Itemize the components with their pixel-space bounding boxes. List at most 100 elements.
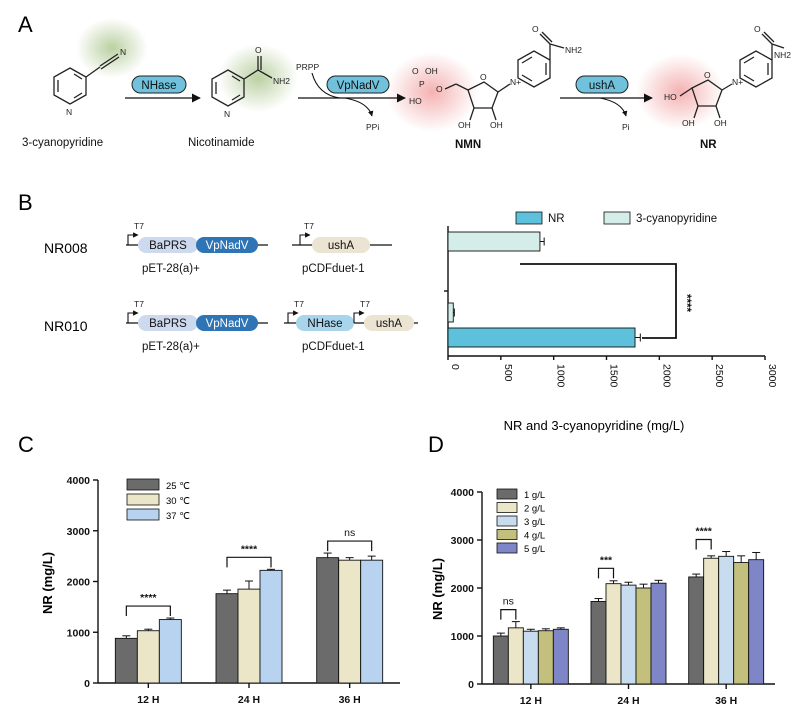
gene-label-vpnadv-nr008: VpNadV [206,240,249,252]
chart-b: NR 3-cyanopyridine **** NR and 3-cyanopy… [444,211,778,433]
atom-n-nicotinamide: N [224,109,230,119]
construct-name-nr010: NR010 [44,318,88,334]
label-prpp: PRPP [296,62,319,72]
significance-label: **** [241,543,258,555]
y-tick-label: 3000 [67,526,91,538]
bar [507,627,524,685]
legend-label: 2 g/L [524,504,545,515]
label-pi: Pi [622,122,630,132]
pi-curve [599,97,628,117]
gene-bapras-nr010 [138,315,198,331]
gene-bapras-nr008 [138,237,198,253]
plasmid-label-nr010-1: pET-28(a)+ [142,341,200,353]
panel-a-letter: A [18,12,33,37]
atom-o-ribose-nmn: O [480,72,487,82]
significance-bracket [500,609,517,620]
label-ppi: PPi [366,122,379,132]
x-tick-label: 36 H [339,694,361,706]
prpp-curve [311,72,341,99]
atom-oh-nmn-3: OH [490,120,503,130]
atom-o-nmn-amide: O [532,24,539,34]
bar [522,630,539,685]
molecule-nr: HO O OH OH N+ O NH2 [664,24,791,128]
bar [733,562,750,685]
bar [215,593,239,684]
promoter-t7-nr010-1: T7 [134,299,144,309]
x-tick-label: 12 H [520,695,542,707]
significance-bracket [226,556,272,568]
atom-p-nmn: P [419,79,425,89]
bar [237,588,261,684]
bar [537,630,554,685]
y-tick-label: 1000 [451,631,475,643]
chart-b-x-tick-label: 1500 [608,364,620,388]
legend-label-nr: NR [548,213,565,225]
atom-ho-nr: HO [664,92,677,102]
atom-ho-nmn: HO [409,96,422,106]
legend-swatch-cyano [603,211,631,225]
plasmid-label-nr010-2: pCDFduet-1 [302,341,365,353]
bar [620,584,637,685]
bar [605,583,622,685]
significance-bracket [695,538,712,550]
legend-swatch [496,488,518,500]
y-tick-label: 2000 [67,577,91,589]
x-tick-label: 12 H [137,694,159,706]
x-tick-label: 24 H [617,695,639,707]
bar [492,635,509,685]
atom-oh-nmn-1: OH [425,66,438,76]
significance-bracket [597,567,615,579]
bar [136,630,160,684]
chart-c-ylabel: NR (mg/L) [40,552,55,614]
label-nr: NR [700,139,717,151]
bar [590,600,607,685]
construct-name-nr008: NR008 [44,240,88,256]
significance-label: **** [695,526,712,538]
chart-b-x-tick-label: 2000 [660,364,672,388]
construct-nr010: NR010 T7 BaPRS VpNadV pET-28(a)+ T7 NHas… [44,299,418,353]
bar [114,637,138,684]
gene-vpnadv-nr008 [196,237,258,253]
gene-vpnadv-nr010 [196,315,258,331]
gene-label-usha-nr010: ushA [376,318,403,330]
x-tick-label: 36 H [715,695,737,707]
panel-b-letter: B [18,190,33,215]
significance-label: ns [503,596,514,608]
bar-b-cyano [447,231,541,252]
bar [552,628,569,685]
gene-label-bapras-nr008: BaPRS [149,240,187,252]
bar [748,559,765,685]
chart-b-x-tick-label: 500 [502,364,514,382]
legend-label: 30 ℃ [166,496,190,507]
promoter-t7-nr010-2: T7 [294,299,304,309]
legend-label: 5 g/L [524,544,545,555]
glow-nmn [386,52,478,132]
enzyme-pill-usha [575,75,629,94]
y-tick-label: 0 [84,678,90,690]
promoter-t7-nr008-1: T7 [134,221,144,231]
y-tick-label: 0 [468,679,474,691]
gene-label-usha-nr008: ushA [328,240,355,252]
atom-o-nmn: O [412,66,419,76]
legend-swatch [496,502,518,513]
enzyme-pill-vpnadv [326,75,390,94]
bar [158,619,182,684]
legend-swatch [496,515,518,527]
chart-b-x-tick-label: 0 [449,364,461,370]
gene-label-nhase-nr010: NHase [307,318,342,330]
y-tick-label: 4000 [67,475,91,487]
atom-nh2-nicotinamide: NH2 [273,76,290,86]
promoter-t7-nr008-2: T7 [304,221,314,231]
bar [259,569,283,684]
gene-label-vpnadv-nr010: VpNadV [206,318,249,330]
significance-bracket [327,540,373,552]
atom-nh2-nmn: NH2 [565,45,582,55]
legend-label: 4 g/L [524,531,545,542]
chart-d-ylabel: NR (mg/L) [430,558,445,620]
significance-label: *** [600,554,613,566]
significance-bracket [125,605,171,617]
plasmid-label-nr008-2: pCDFduet-1 [302,263,365,275]
legend-label: 3 g/L [524,517,545,528]
label-nicotinamide: Nicotinamide [188,137,254,149]
